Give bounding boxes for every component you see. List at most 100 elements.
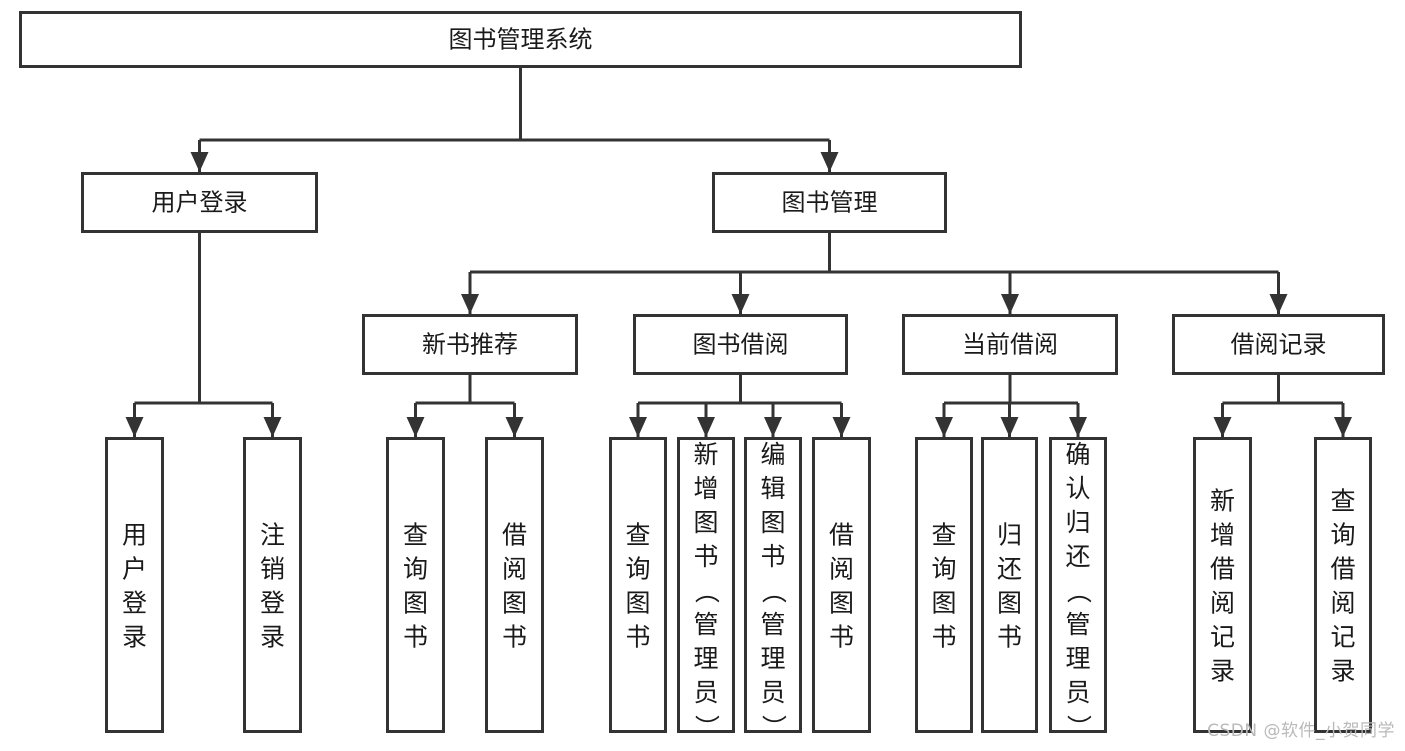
node-label-char: 新 <box>693 440 718 469</box>
node-label-char: 查 <box>403 521 428 550</box>
conn-userlogin-to-leaves <box>125 233 282 437</box>
edge-arrowhead <box>820 152 839 172</box>
node-label-char: 管 <box>1065 610 1090 639</box>
edge-arrowhead <box>935 417 953 437</box>
node-label-char: 员 <box>693 678 718 707</box>
node-box <box>712 172 947 233</box>
node-book-management[interactable]: 图书管理 <box>712 172 947 233</box>
node-label-char: 员 <box>1065 678 1090 707</box>
node-label-char: 理 <box>760 644 785 673</box>
node-label-char: （ <box>1064 578 1093 603</box>
edge-arrowhead <box>731 294 750 314</box>
node-label-char: 图 <box>997 589 1022 618</box>
node-label-char: 阅 <box>1330 589 1355 618</box>
node-label-char: 管 <box>760 610 785 639</box>
node-label-char: 图 <box>625 589 650 618</box>
node-label-char: 图 <box>760 508 785 537</box>
edge-arrowhead <box>461 294 479 314</box>
node-label-char: 录 <box>1210 657 1235 686</box>
node-label-char: 查 <box>1330 487 1355 516</box>
node-label-char: 询 <box>931 555 956 584</box>
node-label-char: 借 <box>1210 555 1235 584</box>
node-label-char: ） <box>692 714 721 739</box>
node-borrow-record[interactable]: 借阅记录 <box>1172 314 1385 375</box>
node-label-char: 询 <box>625 555 650 584</box>
conn-newbook-to-leaves <box>406 375 524 437</box>
edge-arrowhead <box>1334 417 1352 437</box>
conn-borrowrecord-to-leaves <box>1213 375 1352 437</box>
node-label-char: 户 <box>122 555 147 584</box>
node-current-borrow[interactable]: 当前借阅 <box>902 314 1118 375</box>
node-box <box>19 11 1022 68</box>
node-label-char: 借 <box>829 521 854 550</box>
node-box <box>902 314 1118 375</box>
node-label-char: 阅 <box>829 555 854 584</box>
node-label-char: 图 <box>403 589 428 618</box>
node-label-char: 新 <box>1210 487 1235 516</box>
node-root[interactable]: 图书管理系统 <box>19 11 1022 68</box>
node-box <box>105 437 164 733</box>
node-label-char: ） <box>759 714 788 739</box>
edges-layer <box>125 68 1352 437</box>
edge-arrowhead <box>1213 417 1232 437</box>
node-box <box>677 437 735 733</box>
node-label-char: 书 <box>760 542 785 571</box>
node-new-book-recommend[interactable]: 新书推荐 <box>362 314 578 375</box>
node-label-char: 编 <box>760 440 785 469</box>
node-box <box>81 172 318 233</box>
conn-currentborrow-to-leaves <box>935 375 1087 437</box>
node-box <box>744 437 802 733</box>
node-label-char: 图 <box>693 508 718 537</box>
node-label-char: 增 <box>1210 521 1235 550</box>
node-box <box>243 437 302 733</box>
node-label-char: 询 <box>403 555 428 584</box>
edge-arrowhead <box>629 417 647 437</box>
node-label-char: 还 <box>997 555 1022 584</box>
node-box <box>633 314 848 375</box>
node-label-char: 图 <box>829 589 854 618</box>
node-label: 图书管理系统 <box>449 26 593 54</box>
node-box <box>1314 437 1372 733</box>
node-leaf-user-login[interactable]: 用户登录 <box>105 437 164 733</box>
conn-bookmgmt-to-level3 <box>461 233 1288 314</box>
node-label-char: 登 <box>260 589 285 618</box>
edge-arrowhead <box>1000 417 1019 437</box>
node-label-char: 归 <box>1065 508 1090 537</box>
edge-arrowhead <box>697 417 715 437</box>
node-label-char: 阅 <box>502 555 527 584</box>
node-label-char: 录 <box>122 623 147 652</box>
node-label-char: 书 <box>693 542 718 571</box>
edge-arrowhead <box>406 417 425 437</box>
node-label-char: 图 <box>502 589 527 618</box>
node-label-char: 增 <box>693 474 718 503</box>
node-book-borrow[interactable]: 图书借阅 <box>633 314 848 375</box>
node-user-login[interactable]: 用户登录 <box>81 172 318 233</box>
node-label-char: （ <box>692 578 721 603</box>
node-label-char: 管 <box>693 610 718 639</box>
node-label-char: 理 <box>693 644 718 673</box>
node-label-char: 询 <box>1330 521 1355 550</box>
node-label-char: 认 <box>1065 474 1090 503</box>
node-label: 用户登录 <box>152 189 248 217</box>
node-box <box>812 437 871 733</box>
node-box <box>485 437 544 733</box>
node-label-char: 书 <box>829 623 854 652</box>
node-label-char: ） <box>1064 714 1093 739</box>
node-label-char: 查 <box>625 521 650 550</box>
node-label-char: 销 <box>260 555 285 584</box>
node-label-char: 员 <box>760 678 785 707</box>
